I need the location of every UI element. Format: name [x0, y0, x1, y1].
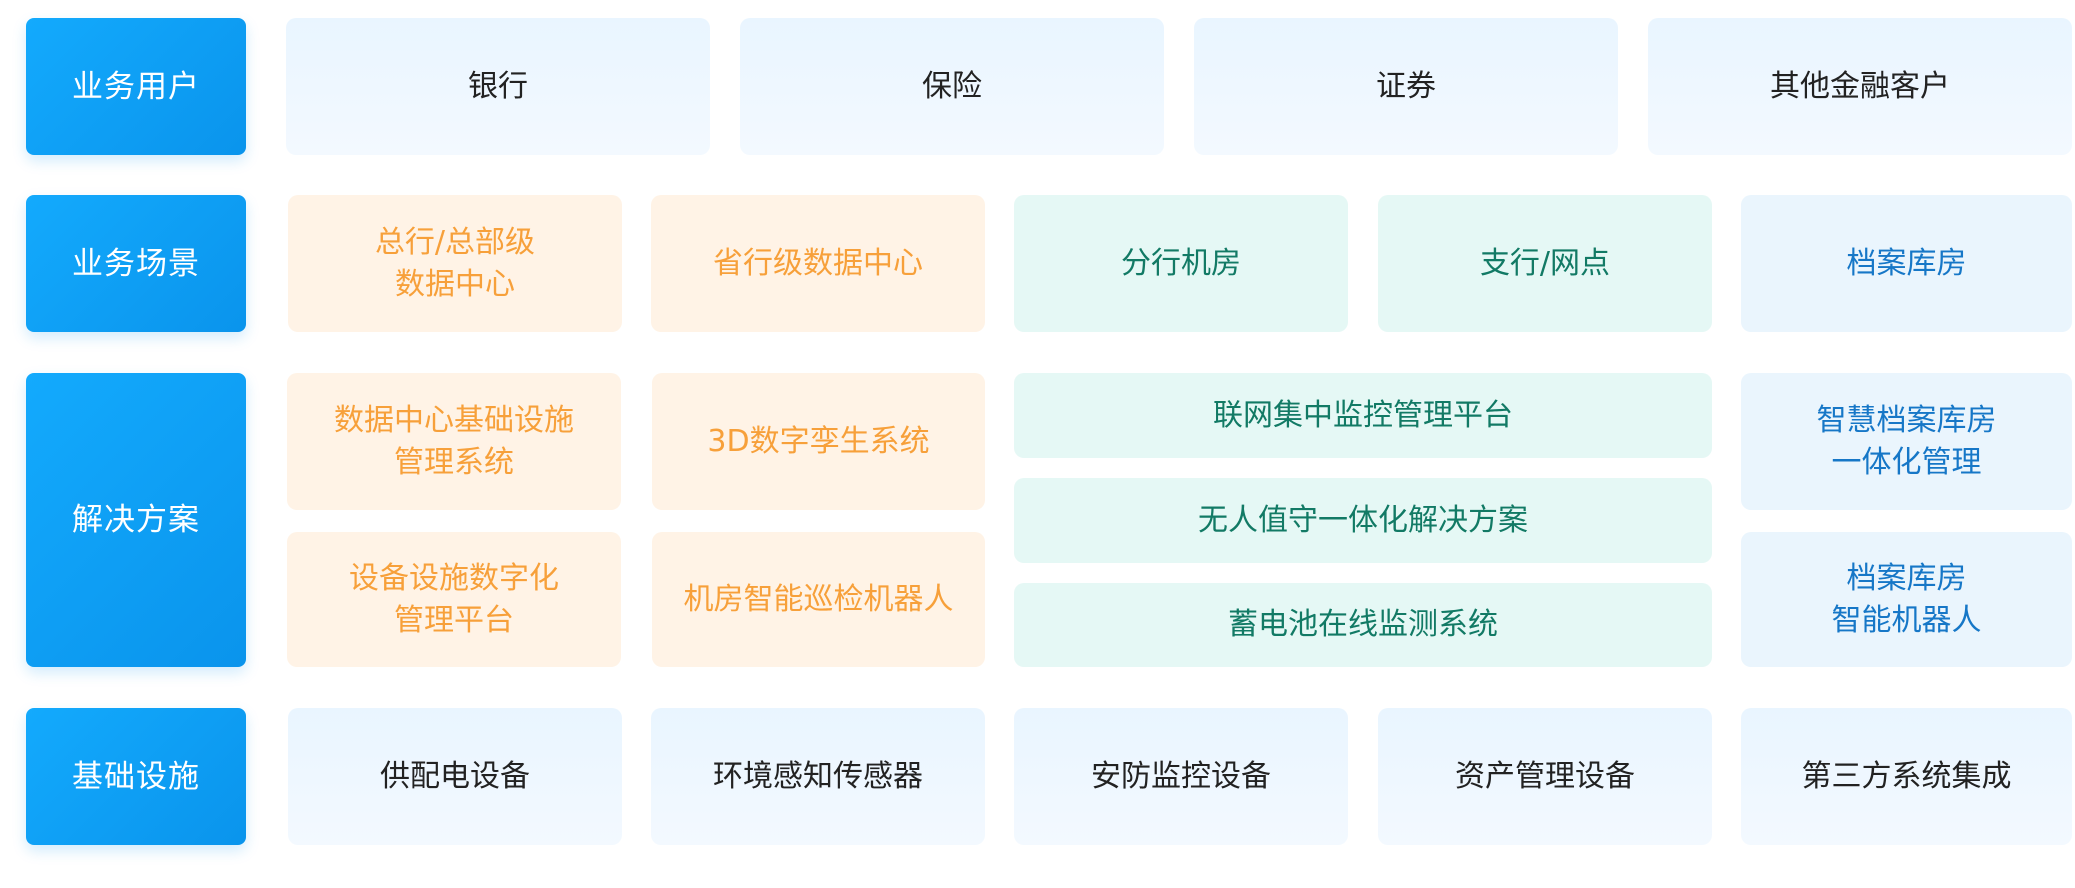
user-other-finance: 其他金融客户 — [1648, 18, 2072, 155]
infra-env-sensor: 环境感知传感器 — [651, 708, 985, 845]
infra-third-party: 第三方系统集成 — [1741, 708, 2072, 845]
scene-sub-branch: 支行/网点 — [1378, 195, 1712, 332]
solution-unattended: 无人值守一体化解决方案 — [1014, 478, 1712, 563]
scene-branch-room: 分行机房 — [1014, 195, 1348, 332]
solution-inspection-robot: 机房智能巡检机器人 — [652, 532, 985, 667]
user-insurance: 保险 — [740, 18, 1164, 155]
row-label-infra: 基础设施 — [26, 708, 246, 845]
scene-archive-room: 档案库房 — [1741, 195, 2072, 332]
solution-network-monitor: 联网集中监控管理平台 — [1014, 373, 1712, 458]
user-securities: 证券 — [1194, 18, 1618, 155]
infra-power: 供配电设备 — [288, 708, 622, 845]
row-label-users: 业务用户 — [26, 18, 246, 155]
scene-hq-datacenter: 总行/总部级数据中心 — [288, 195, 622, 332]
row-label-solutions: 解决方案 — [26, 373, 246, 667]
solution-smart-archive: 智慧档案库房一体化管理 — [1741, 373, 2072, 510]
solution-archive-robot: 档案库房智能机器人 — [1741, 532, 2072, 667]
scene-provincial-datacenter: 省行级数据中心 — [651, 195, 985, 332]
solution-digital-facility: 设备设施数字化管理平台 — [287, 532, 621, 667]
solution-dcim: 数据中心基础设施管理系统 — [287, 373, 621, 510]
infra-asset: 资产管理设备 — [1378, 708, 1712, 845]
user-bank: 银行 — [286, 18, 710, 155]
solution-battery-monitor: 蓄电池在线监测系统 — [1014, 583, 1712, 667]
solution-3d-twin: 3D数字孪生系统 — [652, 373, 985, 510]
infra-security: 安防监控设备 — [1014, 708, 1348, 845]
row-label-scenes: 业务场景 — [26, 195, 246, 332]
